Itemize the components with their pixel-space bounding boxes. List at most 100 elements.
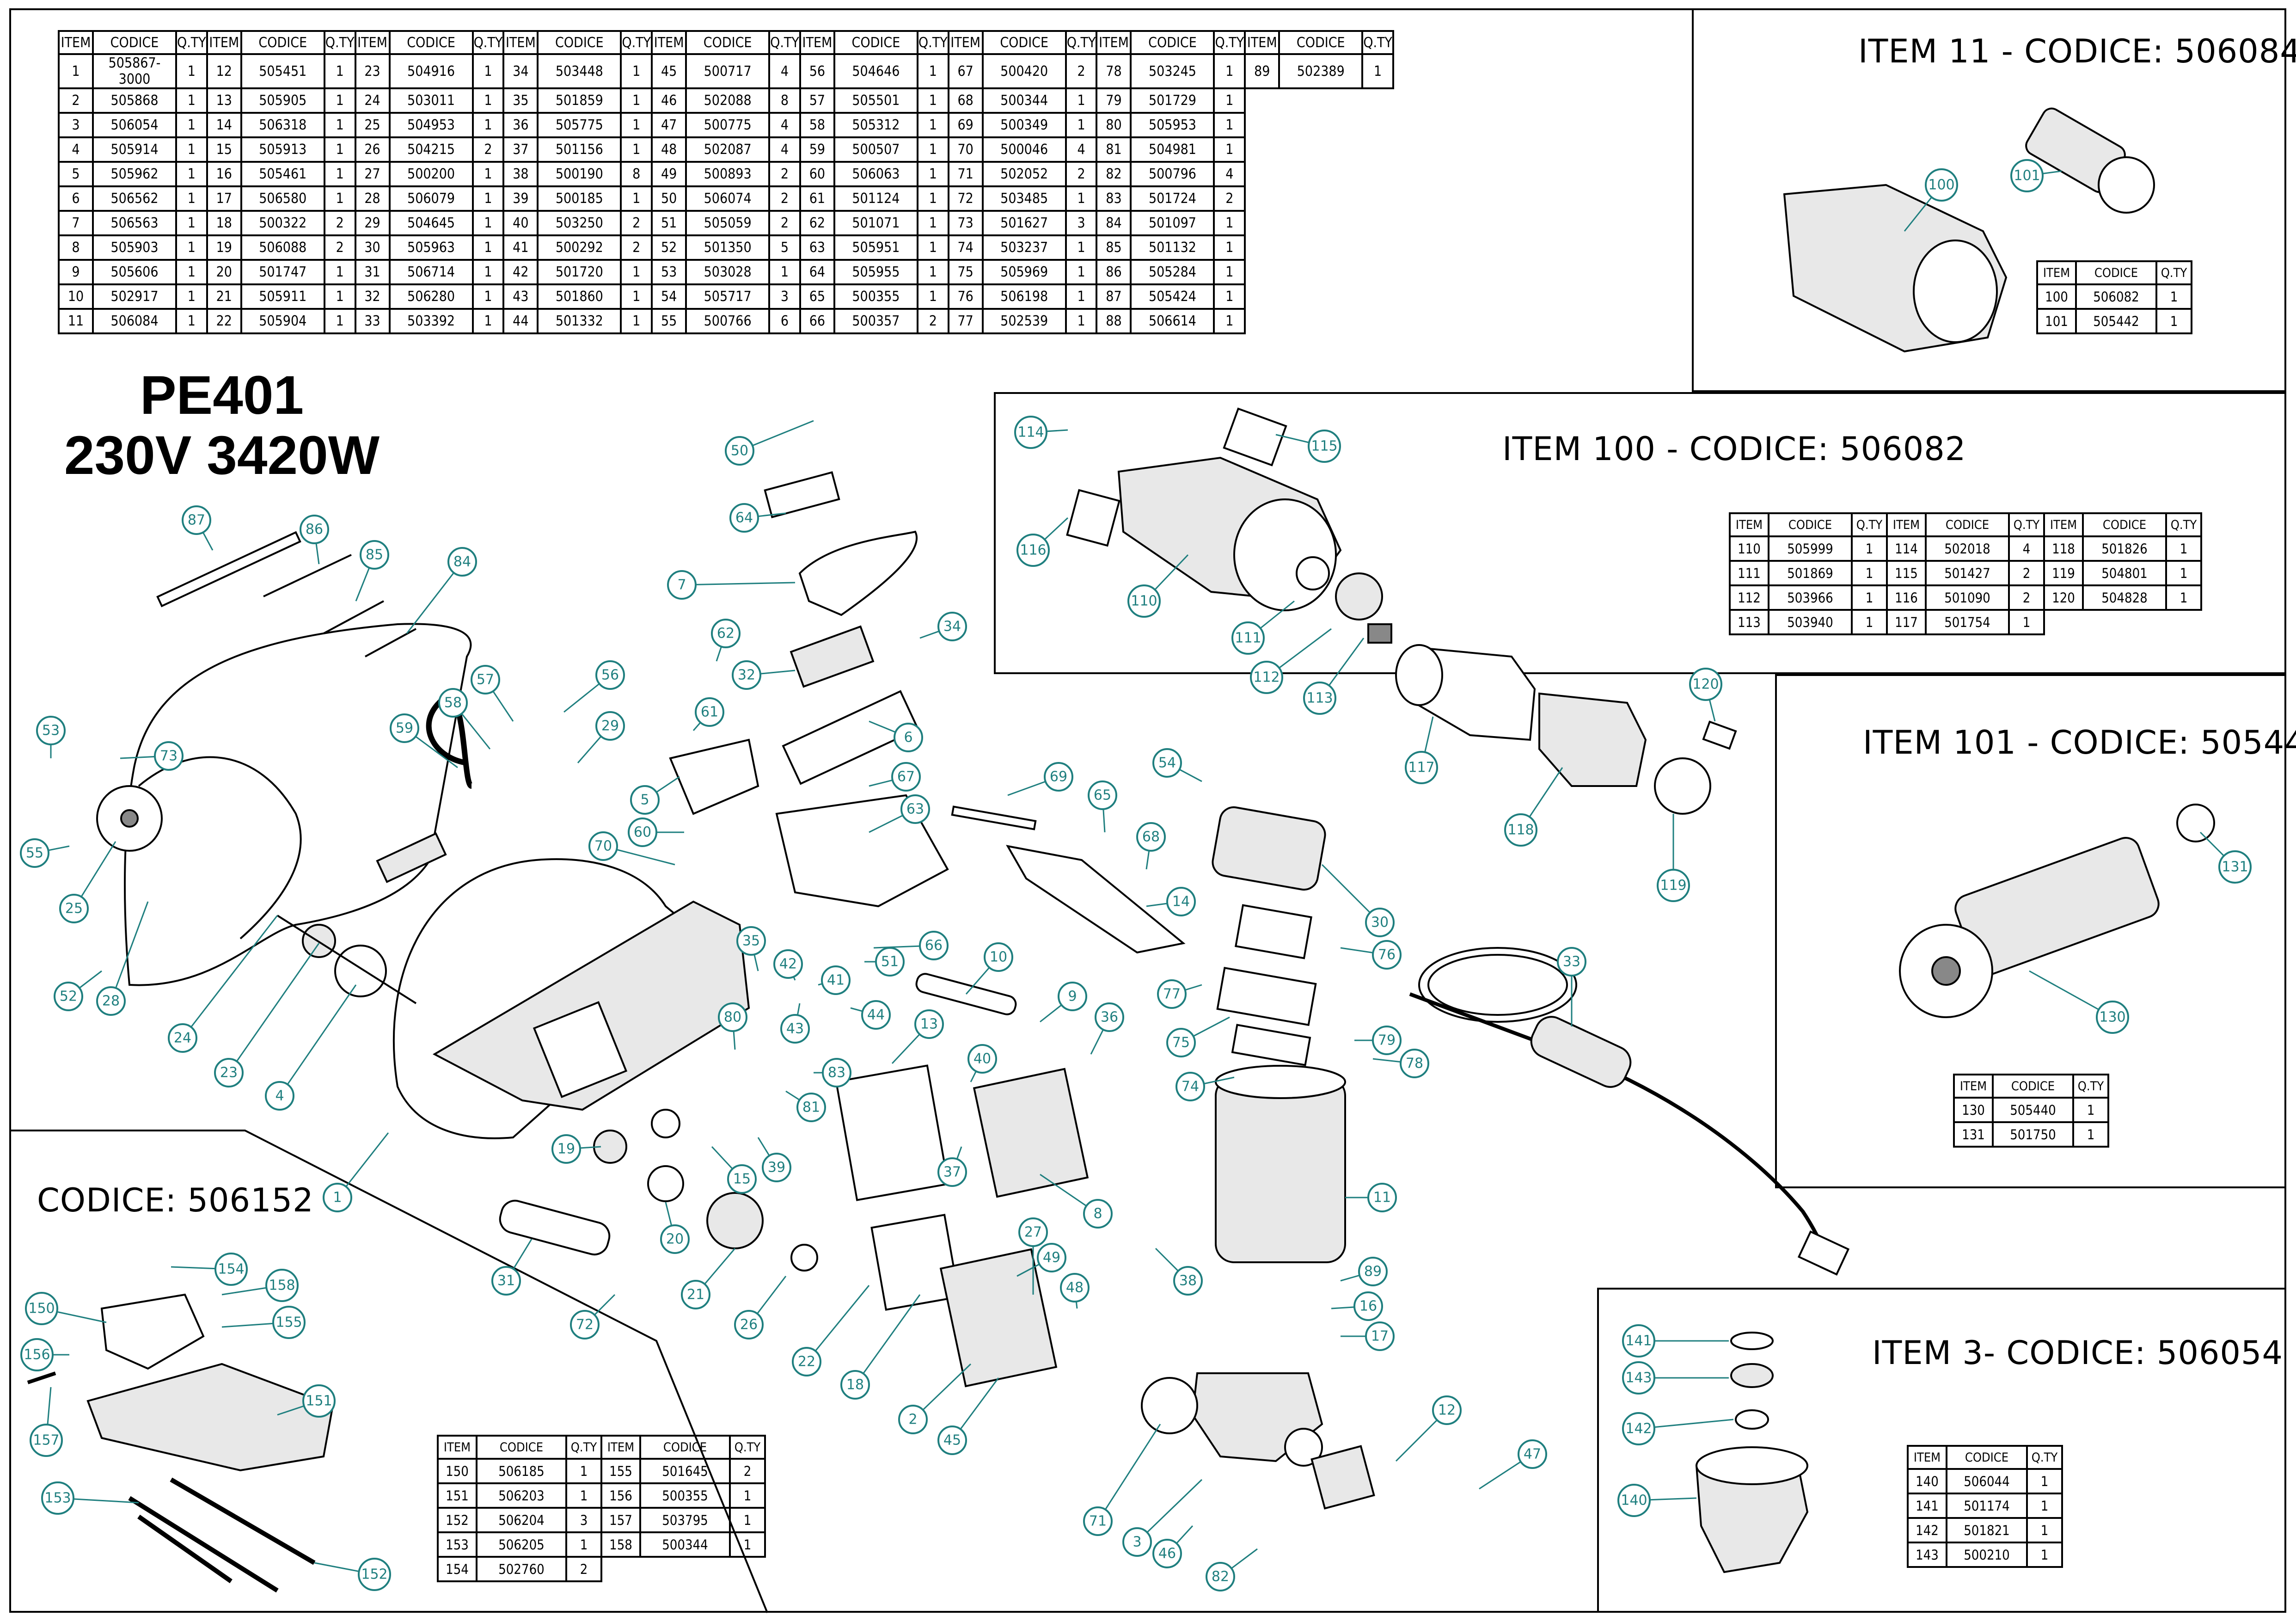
callout-63: 63 (900, 794, 930, 824)
main-table-cell-item: 4 (58, 136, 94, 163)
callout-circle (96, 986, 126, 1016)
callout-number: 56 (601, 667, 619, 683)
item101-table-header-qty: Q.TY (2072, 1074, 2109, 1099)
main-table-cell-qty: 1 (175, 112, 208, 138)
main-table-cell-qty: 1 (620, 53, 653, 89)
callout-7: 7 (667, 570, 697, 600)
callout-circle (695, 697, 724, 727)
leader-line-18 (854, 1294, 921, 1385)
item100-table-header-codice: CODICE (1768, 512, 1853, 537)
codice506152-table-cell-item: 154 (437, 1556, 478, 1582)
callout-circle (1622, 1412, 1655, 1445)
callout-55: 55 (20, 838, 49, 868)
leader-line-7 (681, 582, 796, 586)
callout-circle (937, 1425, 967, 1455)
callout-53: 53 (36, 716, 66, 745)
seal-142 (1735, 1409, 1769, 1430)
main-table-header-codice: CODICE (537, 30, 622, 55)
codice506152-table-cell-qty: 2 (565, 1556, 602, 1582)
main-table-cell-qty: 3 (1065, 210, 1098, 236)
callout-141: 141 (1622, 1324, 1655, 1358)
callout-number: 76 (1378, 947, 1396, 963)
main-table-cell-qty: 1 (1213, 308, 1246, 334)
callout-circle (1689, 668, 1722, 701)
callout-153: 153 (41, 1481, 74, 1515)
callout-60: 60 (628, 817, 657, 847)
item100-table-cell-item: 120 (2043, 584, 2084, 611)
callout-number: 5 (640, 792, 649, 808)
main-table-header-codice: CODICE (833, 30, 918, 55)
item3-table-cell-item: 143 (1907, 1542, 1947, 1568)
callout-number: 35 (742, 933, 760, 949)
callout-number: 117 (1408, 760, 1434, 776)
codice506152-table-header-item: ITEM (600, 1435, 641, 1460)
callout-150: 150 (25, 1292, 58, 1325)
callout-86: 86 (300, 515, 329, 544)
codice506152-table-cell-qty: 1 (729, 1482, 766, 1509)
blade-guard-edge (138, 756, 302, 940)
strip-152a (128, 1496, 279, 1593)
callout-number: 157 (33, 1432, 59, 1449)
callout-circle (1152, 1539, 1182, 1568)
codice506152-table-cell-qty: 3 (565, 1507, 602, 1533)
main-table-cell-code: 503485 (981, 185, 1067, 212)
item100-table-cell-item: 117 (1886, 609, 1927, 635)
main-table-cell-item: 8 (58, 234, 94, 261)
grip-31 (499, 1199, 611, 1256)
main-table-cell-code: 502087 (685, 136, 771, 163)
main-table-cell-qty: 1 (323, 87, 356, 114)
callout-number: 118 (1507, 822, 1534, 838)
callout-38: 38 (1173, 1266, 1203, 1296)
main-table-cell-item: 87 (1096, 283, 1132, 310)
main-table-cell-code: 500185 (537, 185, 622, 212)
item100-table-cell-item: 118 (2043, 535, 2084, 562)
callout-79: 79 (1372, 1026, 1402, 1055)
main-table-cell-item: 44 (502, 308, 539, 334)
main-table-cell-item: 64 (799, 259, 835, 285)
main-table-cell-code: 501859 (537, 87, 622, 114)
codice506152-table-cell-item: 151 (437, 1482, 478, 1509)
main-table-cell-code: 501720 (537, 259, 622, 285)
callout-circle (736, 926, 766, 956)
main-table-cell-item: 60 (799, 161, 835, 187)
item3-table-cell-code: 506044 (1946, 1468, 2028, 1494)
cord-plug-33 (1530, 1016, 1632, 1088)
callout-2: 2 (898, 1405, 928, 1434)
main-table-cell-code: 505913 (240, 136, 325, 163)
main-table-cell-item: 5 (58, 161, 94, 187)
callout-number: 51 (881, 954, 899, 970)
main-table-header-qty: Q.TY (471, 30, 505, 55)
callout-number: 47 (1524, 1446, 1541, 1462)
main-table-cell-item: 1 (58, 53, 94, 89)
main-table-cell-code: 503250 (537, 210, 622, 236)
item11-title: ITEM 11 - CODICE: 506084 (1858, 32, 2296, 70)
callout-28: 28 (96, 986, 126, 1016)
main-table-cell-qty: 1 (916, 161, 949, 187)
callout-circle (1231, 621, 1265, 655)
main-table-cell-code: 504215 (388, 136, 474, 163)
item3-table-header-codice: CODICE (1946, 1445, 2028, 1470)
main-table-cell-qty: 1 (1213, 53, 1246, 89)
leader-line-22 (806, 1285, 870, 1362)
callout-number: 4 (275, 1088, 284, 1104)
callout-68: 68 (1136, 822, 1166, 852)
main-table-cell-qty: 2 (1065, 53, 1098, 89)
callout-circle (967, 1044, 997, 1074)
callout-113: 113 (1303, 682, 1336, 715)
main-table-cell-code: 506084 (92, 308, 177, 334)
clip-120 (1702, 720, 1737, 750)
callout-circle (265, 1269, 299, 1302)
callout-number: 50 (731, 443, 748, 459)
ring-141 (1730, 1332, 1774, 1350)
main-table-cell-code: 506079 (388, 185, 474, 212)
callout-18: 18 (840, 1370, 870, 1400)
callout-number: 60 (634, 824, 651, 841)
main-table-cell-code: 506580 (240, 185, 325, 212)
callout-39: 39 (762, 1153, 791, 1182)
item100-table-cell-code: 504828 (2082, 584, 2167, 611)
item100-table-header-qty: Q.TY (2008, 512, 2045, 537)
main-table-header-codice: CODICE (240, 30, 325, 55)
